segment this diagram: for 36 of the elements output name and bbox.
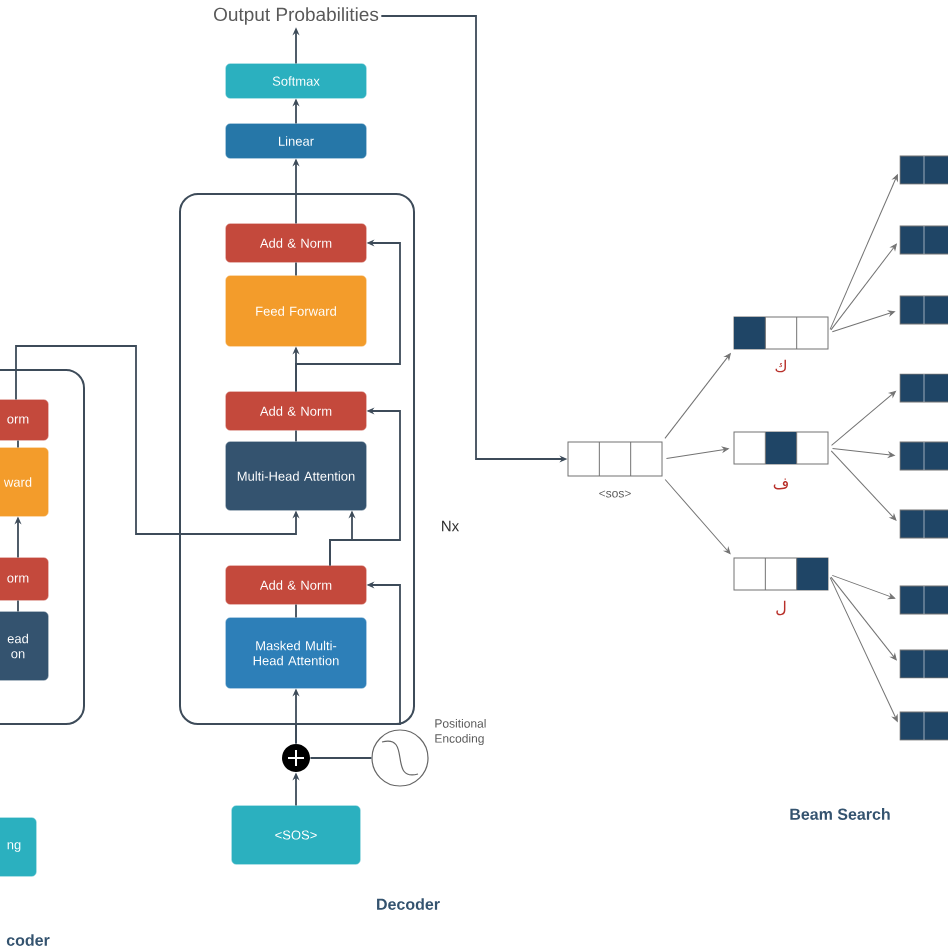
arrow <box>831 574 896 600</box>
arrow <box>830 450 897 521</box>
token-vector <box>899 509 948 539</box>
token-vector <box>899 155 948 185</box>
arrow <box>830 243 897 331</box>
letter-label: ف <box>773 478 788 490</box>
token-vector <box>899 649 948 679</box>
token-vector <box>899 585 948 615</box>
token-vector <box>733 431 829 465</box>
section-title: Beam Search <box>790 808 890 820</box>
letter-label: ك <box>775 359 786 373</box>
arrow <box>829 174 898 330</box>
encoder-stack-frame <box>0 369 85 725</box>
arrow <box>832 447 895 458</box>
token-vector <box>733 316 829 350</box>
sine-circle <box>371 729 429 787</box>
decoder-stack-frame <box>179 193 415 725</box>
output-label: Output Probabilities <box>214 7 379 25</box>
section-title: Decoder <box>377 898 440 910</box>
arrow <box>831 310 895 333</box>
letter-label: ل <box>776 600 786 616</box>
plus-circle <box>282 744 310 772</box>
arrow <box>664 353 731 439</box>
token-vector <box>899 441 948 471</box>
token-vector <box>899 711 948 741</box>
token-vector <box>899 225 948 255</box>
token-vector <box>733 557 829 591</box>
section-title: coder <box>6 934 50 946</box>
arrow <box>665 446 729 459</box>
token-vector <box>567 441 663 477</box>
arrow <box>829 577 898 722</box>
arrow <box>830 576 897 661</box>
token-vector <box>899 295 948 325</box>
arrow <box>831 390 896 446</box>
token-vector <box>899 373 948 403</box>
arrow <box>664 479 731 555</box>
